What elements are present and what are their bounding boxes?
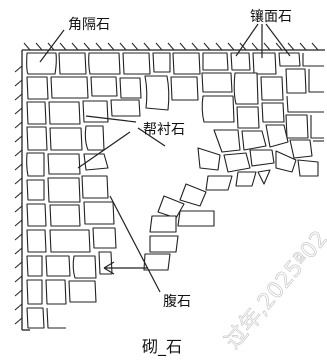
watermark: 过年,2025ª02 [220, 226, 327, 353]
label-face-stone: 镶面石 [250, 8, 292, 25]
label-tie-stone: 帮衬石 [143, 122, 185, 138]
figure-caption: 砌_石 [142, 337, 182, 357]
label-belly-stone: 腹石 [163, 293, 191, 310]
label-corner-stone: 角隔石 [68, 17, 110, 33]
arrow-icon [103, 261, 148, 275]
pointer-lines [39, 23, 291, 293]
